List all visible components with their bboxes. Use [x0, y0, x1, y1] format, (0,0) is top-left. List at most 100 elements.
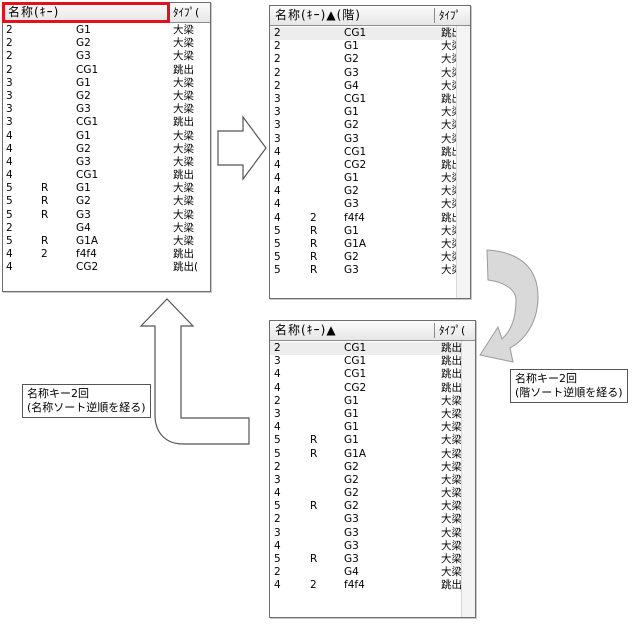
- vertical-scrollbar[interactable]: [461, 341, 475, 617]
- cell-floor: 4: [6, 261, 13, 274]
- note-floor-reverse: 名称キー2回 (階ソート逆順を経る): [510, 369, 628, 403]
- cell-floor: 3: [274, 92, 281, 105]
- cell-type: 大梁: [173, 195, 194, 208]
- highlight-box: [2, 2, 170, 23]
- cell-name: f4f4: [76, 248, 97, 261]
- table-row[interactable]: 2 G2 大梁: [3, 37, 210, 50]
- cell-suffix: R: [310, 500, 318, 513]
- cell-floor: 5: [6, 182, 13, 195]
- cell-type: 大梁: [441, 473, 462, 486]
- cell-type: 大梁: [441, 434, 462, 447]
- cell-name: G2: [344, 473, 359, 486]
- cell-type: 大梁: [173, 235, 194, 247]
- cell-type: 大梁: [173, 89, 194, 102]
- cell-type: 大梁: [441, 421, 462, 434]
- cell-type: 大梁: [173, 103, 194, 116]
- cell-name: G3: [344, 526, 359, 539]
- cell-type: 大梁: [173, 37, 194, 50]
- cell-name: G2: [76, 37, 91, 50]
- cell-suffix: R: [310, 553, 318, 565]
- cell-floor: 5: [6, 208, 13, 221]
- cell-type: 大梁: [441, 487, 462, 500]
- cell-floor: 4: [6, 155, 13, 168]
- column-header-name-key[interactable]: 名称(ｷｰ)▲: [275, 323, 337, 337]
- cell-floor: 2: [6, 24, 13, 36]
- cell-name: G1: [344, 172, 359, 185]
- cell-name: G1A: [76, 235, 98, 247]
- cell-suffix: R: [41, 182, 49, 195]
- cell-name: G1: [76, 76, 91, 89]
- column-header-type[interactable]: ﾀｲﾌﾟ(: [173, 6, 200, 19]
- cell-name: CG2: [344, 158, 367, 171]
- column-header-type[interactable]: ﾀｲﾌﾟ(: [439, 324, 466, 337]
- cell-floor: 2: [6, 37, 13, 50]
- cell-type: 大梁: [173, 182, 194, 195]
- column-header-name-key[interactable]: 名称(ｷｰ): [8, 5, 60, 19]
- cell-floor: 2: [6, 50, 13, 63]
- cell-name: G2: [344, 185, 359, 198]
- cell-type: 大梁: [173, 142, 194, 155]
- column-divider[interactable]: [434, 323, 435, 338]
- cell-type: 大梁: [441, 539, 462, 552]
- column-divider[interactable]: [434, 8, 435, 23]
- cell-floor: 5: [274, 434, 281, 447]
- cell-floor: 5: [274, 224, 281, 237]
- cell-type: 大梁: [173, 221, 194, 234]
- cell-floor: 3: [274, 119, 281, 132]
- cell-type: 跳出: [173, 63, 194, 76]
- cell-name: CG1: [344, 342, 367, 354]
- note-line: (階ソート逆順を経る): [515, 386, 623, 399]
- cell-name: CG1: [344, 92, 367, 105]
- column-header-name-key[interactable]: 名称(ｷｰ)▲(階): [275, 8, 361, 22]
- cell-name: G2: [344, 53, 359, 66]
- vertical-scrollbar[interactable]: [456, 26, 470, 298]
- cell-type: 跳出(: [173, 261, 199, 274]
- cell-name: f4f4: [344, 211, 365, 224]
- cell-floor: 5: [274, 553, 281, 565]
- column-header-type[interactable]: ﾀｲﾌﾟ: [439, 9, 461, 22]
- cell-floor: 4: [274, 487, 281, 500]
- cell-name: CG1: [76, 116, 99, 129]
- cell-floor: 3: [6, 89, 13, 102]
